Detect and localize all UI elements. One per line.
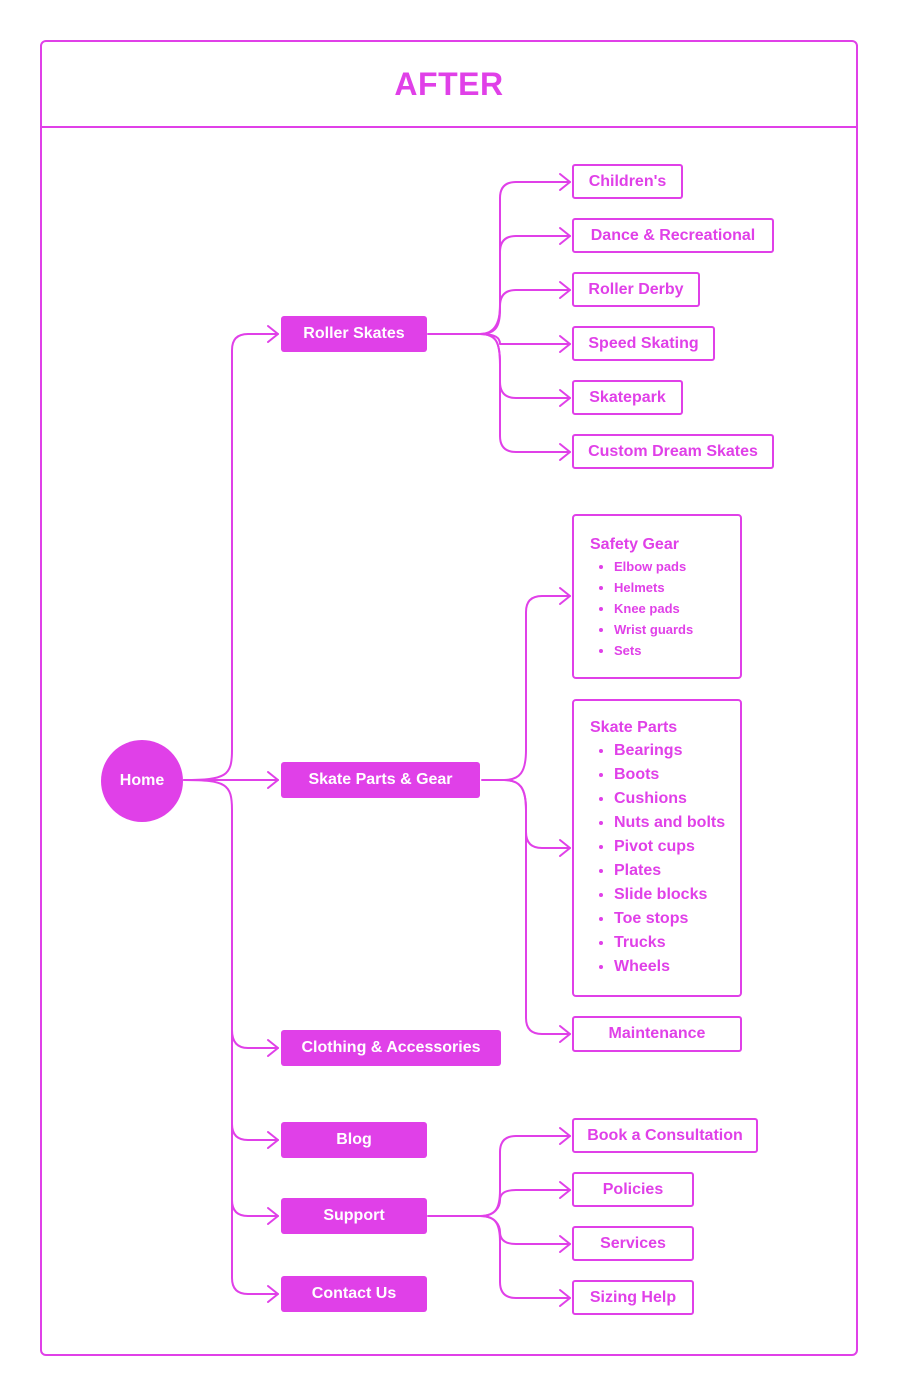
node-dance-recreational: Dance & Recreational (572, 218, 774, 253)
skate-parts-list: Bearings Boots Cushions Nuts and bolts P… (590, 739, 740, 979)
list-item: Wheels (614, 955, 740, 979)
skate-parts-gear-label: Skate Parts & Gear (308, 771, 453, 788)
list-item: Slide blocks (614, 883, 740, 907)
roller-derby-label: Roller Derby (588, 280, 684, 298)
list-item: Bearings (614, 739, 740, 763)
roller-skates-label: Roller Skates (303, 325, 405, 342)
node-clothing-accessories: Clothing & Accessories (281, 1030, 501, 1066)
roller-skates-connectors (427, 173, 571, 461)
node-custom-dream-skates: Custom Dream Skates (572, 434, 774, 469)
book-consultation-label: Book a Consultation (587, 1126, 743, 1144)
list-item: Elbow pads (614, 556, 740, 577)
skate-parts-connectors (481, 587, 571, 1043)
policies-label: Policies (602, 1180, 664, 1198)
list-item: Trucks (614, 931, 740, 955)
list-item: Cushions (614, 787, 740, 811)
home-label: Home (119, 772, 165, 789)
node-skatepark: Skatepark (572, 380, 683, 415)
custom-dream-skates-label: Custom Dream Skates (588, 442, 758, 460)
home-connectors (183, 325, 279, 1303)
speed-skating-label: Speed Skating (588, 334, 699, 352)
skatepark-label: Skatepark (589, 388, 666, 406)
safety-gear-box: Safety Gear Elbow pads Helmets Knee pads… (572, 514, 742, 679)
node-speed-skating: Speed Skating (572, 326, 715, 361)
node-services: Services (572, 1226, 694, 1261)
list-item: Pivot cups (614, 835, 740, 859)
node-childrens: Children's (572, 164, 683, 199)
list-item: Plates (614, 859, 740, 883)
maintenance-label: Maintenance (608, 1025, 706, 1042)
node-contact-us: Contact Us (281, 1276, 427, 1312)
home-node: Home (101, 740, 183, 822)
list-item: Boots (614, 763, 740, 787)
childrens-label: Children's (588, 172, 667, 190)
diagram-frame: AFTER (40, 40, 858, 1356)
list-item: Helmets (614, 577, 740, 598)
list-item: Wrist guards (614, 619, 740, 640)
dance-recreational-label: Dance & Recreational (590, 226, 756, 244)
node-maintenance: Maintenance (572, 1016, 742, 1052)
node-book-consultation: Book a Consultation (572, 1118, 758, 1153)
services-label: Services (600, 1234, 666, 1252)
contact-us-label: Contact Us (311, 1285, 397, 1302)
safety-gear-title: Safety Gear (590, 536, 679, 553)
node-support: Support (281, 1198, 427, 1234)
node-sizing-help: Sizing Help (572, 1280, 694, 1315)
support-connectors (427, 1127, 571, 1307)
skate-parts-title: Skate Parts (590, 719, 678, 736)
list-item: Sets (614, 640, 740, 661)
skate-parts-box: Skate Parts Bearings Boots Cushions Nuts… (572, 699, 742, 997)
list-item: Toe stops (614, 907, 740, 931)
list-item: Knee pads (614, 598, 740, 619)
list-item: Nuts and bolts (614, 811, 740, 835)
node-roller-skates: Roller Skates (281, 316, 427, 352)
node-policies: Policies (572, 1172, 694, 1207)
diagram-title: AFTER (394, 65, 504, 102)
node-roller-derby: Roller Derby (572, 272, 700, 307)
header: AFTER (42, 42, 856, 128)
sizing-help-label: Sizing Help (589, 1288, 677, 1306)
safety-gear-list: Elbow pads Helmets Knee pads Wrist guard… (590, 556, 740, 661)
blog-label: Blog (336, 1131, 372, 1148)
support-label: Support (323, 1207, 385, 1224)
node-skate-parts-gear: Skate Parts & Gear (281, 762, 480, 798)
clothing-accessories-label: Clothing & Accessories (301, 1039, 481, 1056)
node-blog: Blog (281, 1122, 427, 1158)
